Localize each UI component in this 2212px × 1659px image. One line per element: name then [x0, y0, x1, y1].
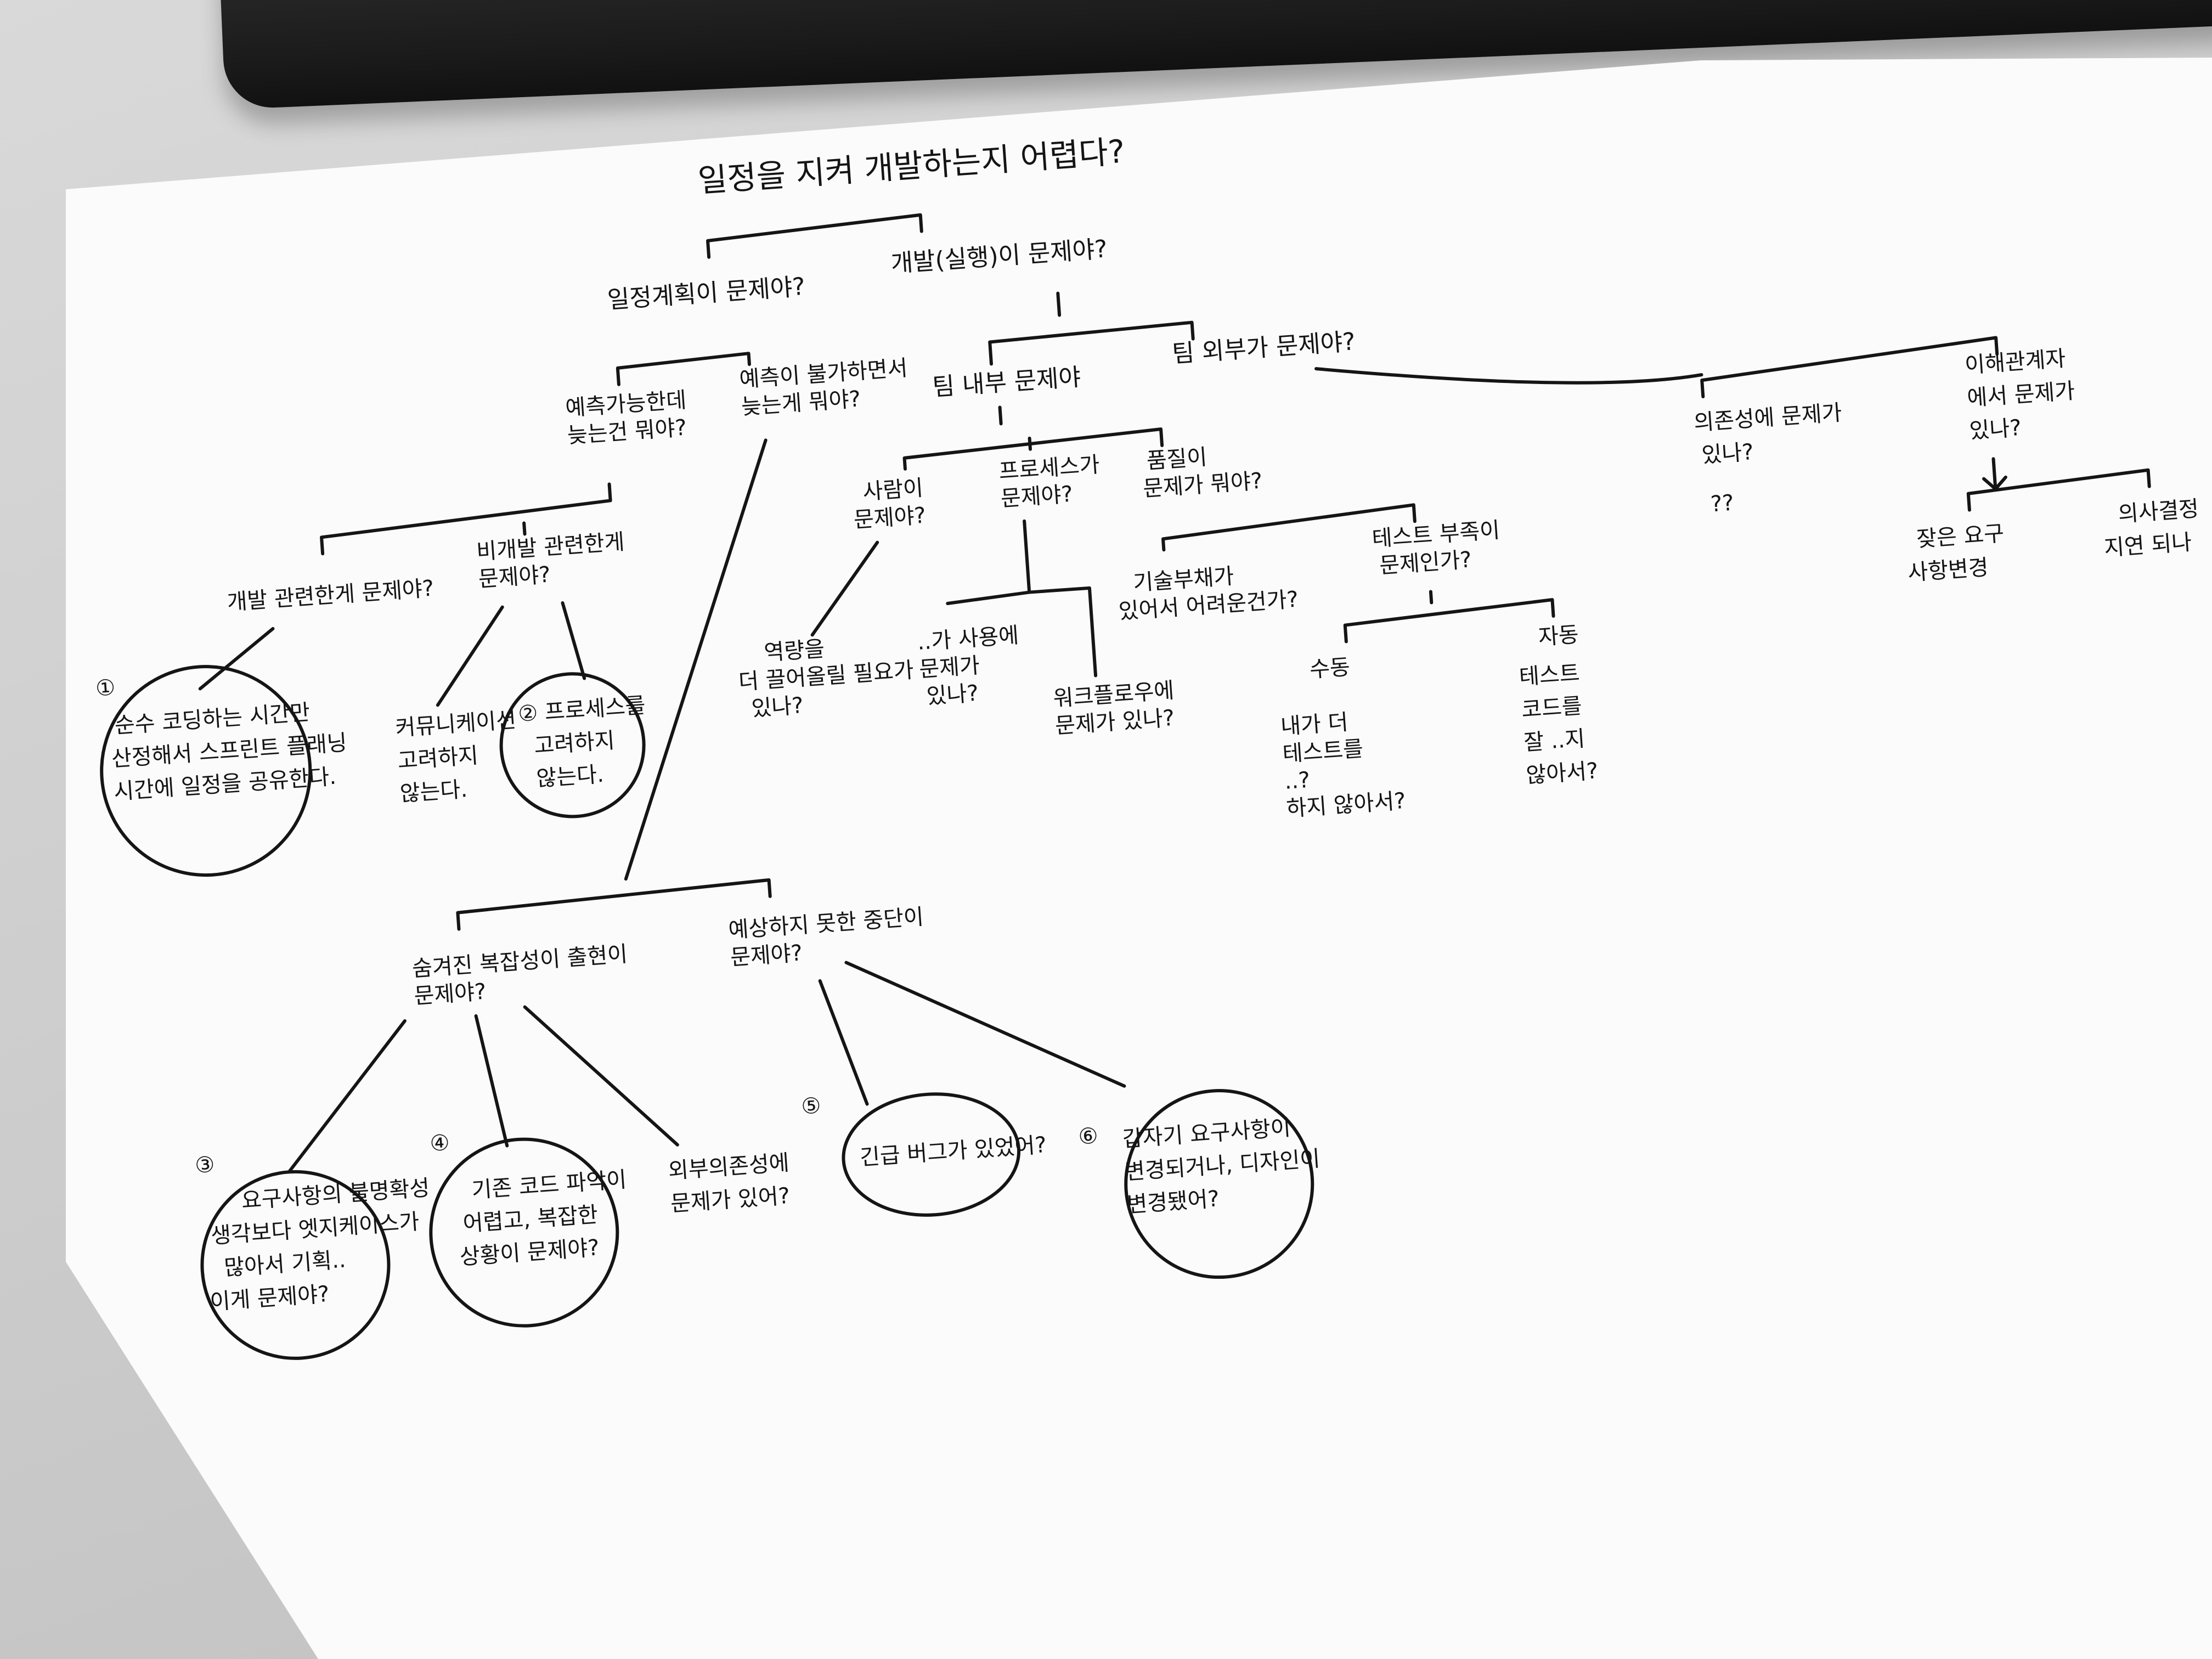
node-comm-2: 고려하지	[397, 743, 479, 774]
node-dependency-sub: ??	[1709, 490, 1735, 517]
connector	[818, 979, 869, 1106]
connector	[988, 320, 1195, 366]
circle-note-4	[429, 1137, 619, 1328]
label-num-4: ④	[429, 1130, 450, 1156]
node-skill-1: 역량을	[763, 636, 825, 666]
label-num-5: ⑤	[800, 1093, 822, 1119]
connector	[810, 540, 879, 637]
connector	[523, 1005, 679, 1147]
connector	[1343, 598, 1555, 644]
node-skill-3: 있나?	[751, 693, 804, 722]
connector	[706, 213, 923, 259]
circle-note-3	[200, 1170, 391, 1360]
node-manual: 수동	[1309, 654, 1351, 682]
node-people-2: 문제야?	[853, 503, 927, 533]
node-tools-3: 있나?	[926, 681, 979, 710]
node-people-1: 사람이	[862, 476, 924, 505]
label-num-1: ①	[95, 675, 116, 701]
node-comm-3: 않는다.	[399, 777, 468, 806]
note-2-line-2: 고려하지	[533, 728, 616, 759]
circle-note-6	[1124, 1089, 1314, 1279]
node-auto-q-2: 코드를	[1521, 693, 1583, 723]
connector	[287, 1019, 407, 1174]
node-small-changes-1: 잦은 요구	[1916, 521, 2005, 552]
node-stakeholder-3: 있나?	[1968, 415, 2022, 444]
node-process-2: 문제야?	[1000, 482, 1074, 512]
node-manual-q-3: ..?	[1284, 768, 1311, 794]
connector	[1966, 468, 2151, 512]
paper-surface	[66, 58, 2212, 1659]
node-manual-q-2: 테스트를	[1282, 736, 1364, 767]
label-num-3: ③	[194, 1152, 216, 1178]
node-auto-q-1: 테스트	[1519, 661, 1581, 690]
connector	[1700, 336, 1999, 399]
node-dependency-2: 있나?	[1701, 439, 1754, 469]
connector	[998, 405, 1003, 426]
circle-note-5	[842, 1092, 1021, 1217]
node-auto-q-3: 잘 ..지	[1523, 726, 1586, 756]
connector	[946, 519, 1098, 678]
connector	[624, 438, 768, 881]
node-nondev-related-2: 문제야?	[478, 562, 552, 592]
node-unexpected-2: 문제야?	[730, 940, 804, 970]
connector	[320, 482, 612, 556]
node-auto: 자동	[1538, 622, 1580, 650]
connector	[1161, 503, 1417, 552]
node-hidden-2: 문제야?	[413, 979, 487, 1009]
circle-note-2	[499, 672, 646, 819]
connector	[456, 878, 772, 931]
node-auto-q-4: 않아서?	[1525, 758, 1599, 788]
connector	[474, 1014, 509, 1148]
circle-note-1	[100, 665, 312, 877]
connector	[844, 961, 1126, 1088]
connector	[436, 605, 504, 707]
node-decision-delay-2: 지연 되나	[2103, 530, 2193, 561]
connector	[1314, 367, 1703, 385]
node-manual-q-1: 내가 더	[1280, 710, 1349, 740]
node-tools-2: 문제가	[918, 653, 980, 682]
connector	[902, 427, 1164, 471]
label-num-6: ⑥	[1077, 1123, 1099, 1149]
node-small-changes-2: 사항변경	[1907, 555, 1989, 586]
connector	[198, 627, 275, 691]
connector	[561, 601, 586, 680]
connector	[616, 352, 751, 386]
connector	[1056, 291, 1062, 317]
node-quality-1: 품질이	[1146, 444, 1207, 474]
node-decision-delay-1: 의사결정	[2118, 496, 2200, 527]
note-2-line-3: 않는다.	[535, 762, 605, 792]
